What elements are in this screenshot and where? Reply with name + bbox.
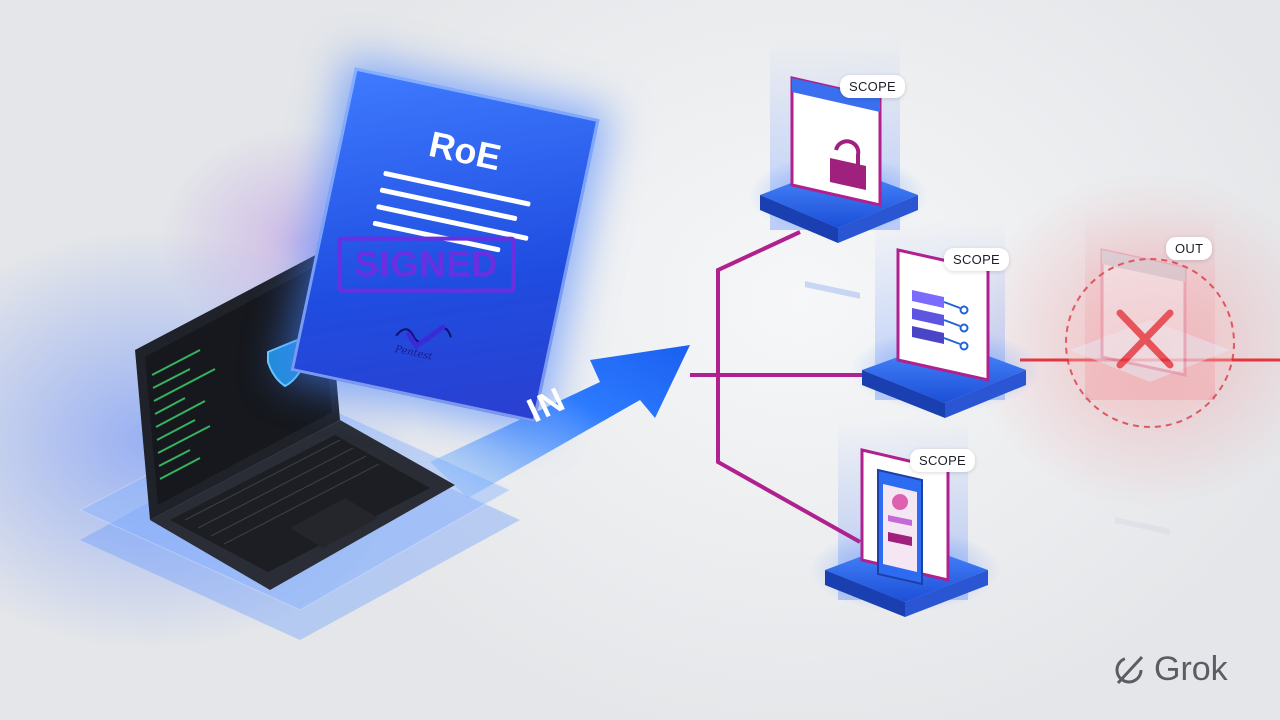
text-line xyxy=(379,187,518,222)
connector-lines xyxy=(690,230,862,544)
grok-watermark: Grok xyxy=(1112,650,1228,689)
out-label: OUT xyxy=(1166,237,1213,260)
scope-label-mobile: SCOPE xyxy=(910,449,976,472)
scope-label-server: SCOPE xyxy=(944,248,1010,271)
locked-web-page-icon xyxy=(790,76,882,299)
scope-node-mobile xyxy=(810,448,1000,617)
mobile-app-icon xyxy=(860,448,950,586)
document-title: RoE xyxy=(425,123,505,179)
cross-icon xyxy=(1116,309,1174,369)
watermark-text: Grok xyxy=(1154,650,1228,688)
scope-label-web: SCOPE xyxy=(840,75,906,98)
scope-node-web xyxy=(748,76,928,299)
terminal-lines xyxy=(151,349,216,480)
in-arrow xyxy=(430,345,690,498)
signature-check-icon xyxy=(395,324,452,349)
out-of-scope-node xyxy=(1065,248,1235,535)
web-page-icon xyxy=(1100,248,1187,535)
grok-logo-icon xyxy=(1115,655,1144,684)
server-stack-icon xyxy=(896,248,990,382)
text-line xyxy=(376,203,529,242)
laptop-icon xyxy=(135,250,455,590)
signed-stamp: SIGNED xyxy=(337,236,516,293)
roe-document: RoE SIGNED Pentest xyxy=(290,67,600,423)
scope-node-server xyxy=(850,248,1040,418)
